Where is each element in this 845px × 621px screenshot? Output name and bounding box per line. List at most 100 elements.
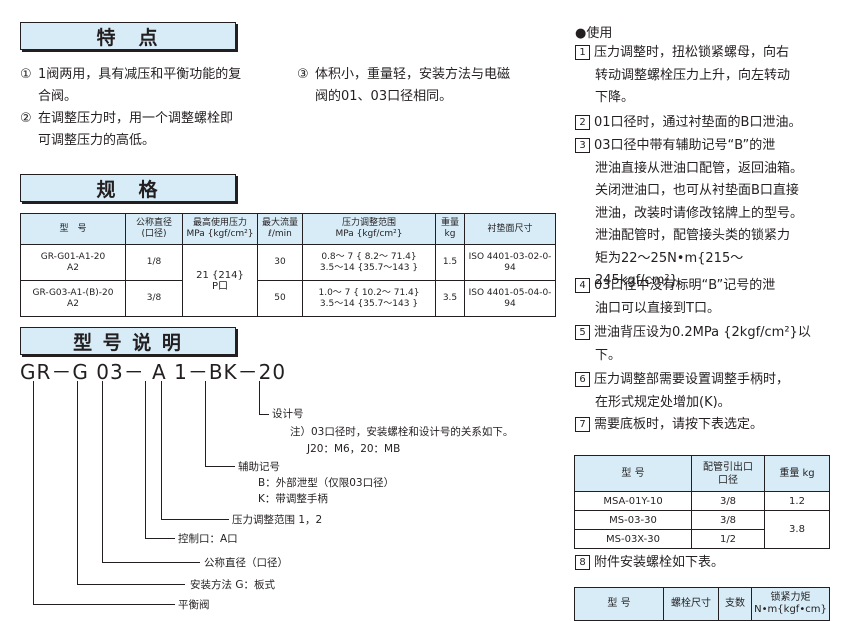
usage-note-3: 3 03口径中带有辅助记号“B”的泄 泄油直接从泄油口配管，返回油箱。 关闭泄油口… <box>575 135 837 293</box>
feature-1: ① 1阀两用，具有减压和平衡功能的复 合阀。 <box>20 64 290 108</box>
spec-model: GR-G03-A1-(B)-20 A2 <box>20 280 126 317</box>
annotation-design-note: J20：M6，20：MB <box>307 443 401 455</box>
table-row: MSA-01Y-10 3/8 1.2 <box>574 491 830 511</box>
subplate-model: MS-03X-30 <box>574 529 692 549</box>
spec-weight: 3.5 <box>435 280 465 317</box>
note-text: 压力调整时，扭松锁紧螺母，向右 <box>594 45 790 60</box>
spec-header-flow: 最大流量 ℓ/min <box>257 213 303 245</box>
model-code-title: 型 号 说 明 <box>20 327 236 355</box>
feature-num: ③ <box>297 67 309 82</box>
feature-text: 1阀两用，具有减压和平衡功能的复 <box>38 67 242 82</box>
note-text: 关闭泄油口，也可从衬垫面B口直接 <box>595 183 799 198</box>
annotation-design: 设计号 <box>272 408 304 420</box>
spec-size: 1/8 <box>125 244 183 281</box>
note-text: 压力调整部需要设置调整手柄时， <box>594 372 790 387</box>
spec-weight: 1.5 <box>435 244 465 281</box>
spec-header-weight: 重量 kg <box>435 213 465 245</box>
usage-title: ●使用 <box>575 26 613 41</box>
spec-model: GR-G01-A1-20 A2 <box>20 244 126 281</box>
subplate-header-weight: 重量 kg <box>764 455 830 492</box>
annotation-range: 压力调整范围 1，2 <box>232 514 323 526</box>
feature-num: ② <box>20 111 32 126</box>
annotation-design-note: 注）03口径时，安装螺栓和设计号的关系如下。 <box>290 426 514 438</box>
spec-range: 0.8～ 7 { 8.2～ 71.4} 3.5～14 {35.7～143 } <box>302 244 436 281</box>
spec-flow: 50 <box>257 280 303 317</box>
feature-text: 体积小，重量轻，安装方法与电磁 <box>315 67 511 82</box>
subplate-header-model: 型 号 <box>574 455 692 492</box>
note-text: 转动调整螺栓压力上升，向左转动 <box>595 67 791 83</box>
usage-note-8: 8 附件安装螺栓如下表。 <box>575 552 837 575</box>
note-text: 附件安装螺栓如下表。 <box>594 555 725 570</box>
subplate-model: MSA-01Y-10 <box>574 491 692 511</box>
annotation-diameter: 公称直径（口径） <box>204 557 288 569</box>
note-number: 8 <box>575 555 590 570</box>
feature-text: 合阀。 <box>38 89 78 104</box>
note-text: 泄油配管时，配管接头类的锁紧力 <box>595 228 791 243</box>
spec-header-range: 压力调整范围 MPa {kgf/cm²} <box>302 213 436 245</box>
subplate-size: 3/8 <box>691 491 765 511</box>
note-text: 泄油，改装时请修改铭牌上的型号。 <box>595 205 804 221</box>
spec-pad: ISO 4401-03-02-0-94 <box>464 244 556 281</box>
note-text: 下。 <box>595 347 622 363</box>
note-number: 7 <box>575 417 590 432</box>
feature-text: 在调整压力时，用一个调整螺栓即 <box>38 111 234 126</box>
annotation-aux-k: K：带调整手柄 <box>258 493 328 505</box>
usage-note-7: 7 需要底板时，请按下表选定。 <box>575 414 837 437</box>
annotation-type: 平衡阀 <box>178 599 210 611</box>
spec-header-pressure: 最高使用压力 MPa {kgf/cm²} <box>182 213 258 245</box>
subplate-weight: 1.2 <box>764 491 830 511</box>
feature-text: 阀的01、03口径相同。 <box>315 89 453 104</box>
subplate-table: 型 号 配管引出口 口径 重量 kg MSA-01Y-10 3/8 1.2 MS… <box>574 455 830 549</box>
feature-2: ② 在调整压力时，用一个调整螺栓即 可调整压力的高低。 <box>20 108 290 152</box>
bolt-header-torque: 锁紧力矩 N•m{kgf•cm} <box>751 587 830 621</box>
subplate-weight: 3.8 <box>764 510 830 549</box>
spec-size: 3/8 <box>125 280 183 317</box>
subplate-size: 1/2 <box>691 529 765 549</box>
spec-pressure: 21 {214} P口 <box>182 244 258 317</box>
usage-note-6: 6 压力调整部需要设置调整手柄时， 在形式规定处增加(K)。 <box>575 369 837 414</box>
annotation-aux-b: B：外部泄型（仅限03口径） <box>258 477 395 489</box>
spec-range: 1.0～ 7 { 10.2～ 71.4} 3.5～14 {35.7～143 } <box>302 280 436 317</box>
note-text: 油口可以直接到T口。 <box>595 300 720 316</box>
model-code-string: GR－G 03－ A 1－BK－20 <box>20 360 287 384</box>
bolt-header-size: 螺栓尺寸 <box>663 587 719 621</box>
table-row: GR-G01-A1-20 A2 1/8 21 {214} P口 30 0.8～ … <box>20 244 556 317</box>
spec-flow: 30 <box>257 244 303 281</box>
spec-table: 型 号 公称直径 (口径) 最高使用压力 MPa {kgf/cm²} 最大流量 … <box>20 213 556 317</box>
feature-num: ① <box>20 67 32 82</box>
usage-note-2: 2 01口径时，通过衬垫面的B口泄油。 <box>575 112 837 135</box>
spec-pad: ISO 4401-05-04-0-94 <box>464 280 556 317</box>
note-text: 01口径时，通过衬垫面的B口泄油。 <box>594 115 802 130</box>
note-number: 6 <box>575 372 590 387</box>
note-number: 4 <box>575 278 590 293</box>
note-text: 矩为22～25N•m{215～245kgf/cm²}。 <box>595 250 744 289</box>
table-row: MS-03-30 3/8 3.8 <box>574 510 830 549</box>
note-text: 在形式规定处增加(K)。 <box>595 394 731 410</box>
note-number: 5 <box>575 325 590 340</box>
specs-title: 规 格 <box>20 174 236 202</box>
subplate-model: MS-03-30 <box>574 510 692 530</box>
feature-3: ③ 体积小，重量轻，安装方法与电磁 阀的01、03口径相同。 <box>297 64 567 108</box>
spec-header-pad: 衬垫面尺寸 <box>464 213 556 245</box>
note-text: 03口径中没有标明“B”记号的泄 <box>594 278 776 293</box>
note-number: 3 <box>575 138 590 153</box>
bolt-table: 型 号 螺栓尺寸 支数 锁紧力矩 N•m{kgf•cm} <box>574 587 830 621</box>
subplate-header-size: 配管引出口 口径 <box>691 455 765 492</box>
usage-note-1: 1 压力调整时，扭松锁紧螺母，向右 转动调整螺栓压力上升，向左转动 下降。 <box>575 42 837 110</box>
spec-header-model: 型 号 <box>20 213 126 245</box>
note-text: 下降。 <box>595 90 635 105</box>
note-number: 1 <box>575 45 590 60</box>
note-number: 2 <box>575 115 590 130</box>
note-text: 需要底板时，请按下表选定。 <box>594 417 764 432</box>
annotation-port: 控制口：A口 <box>178 533 238 545</box>
table-row: MS-03X-30 1/2 <box>574 529 830 549</box>
bolt-header-model: 型 号 <box>574 587 664 621</box>
subplate-size: 3/8 <box>691 510 765 530</box>
feature-text: 可调整压力的高低。 <box>38 133 156 148</box>
note-text: 03口径中带有辅助记号“B”的泄 <box>594 138 776 153</box>
usage-note-4: 4 03口径中没有标明“B”记号的泄 油口可以直接到T口。 <box>575 275 837 320</box>
note-text: 泄油直接从泄油口配管，返回油箱。 <box>595 160 804 176</box>
annotation-mount: 安装方法 G：板式 <box>190 579 275 591</box>
spec-header-size: 公称直径 (口径) <box>125 213 183 245</box>
